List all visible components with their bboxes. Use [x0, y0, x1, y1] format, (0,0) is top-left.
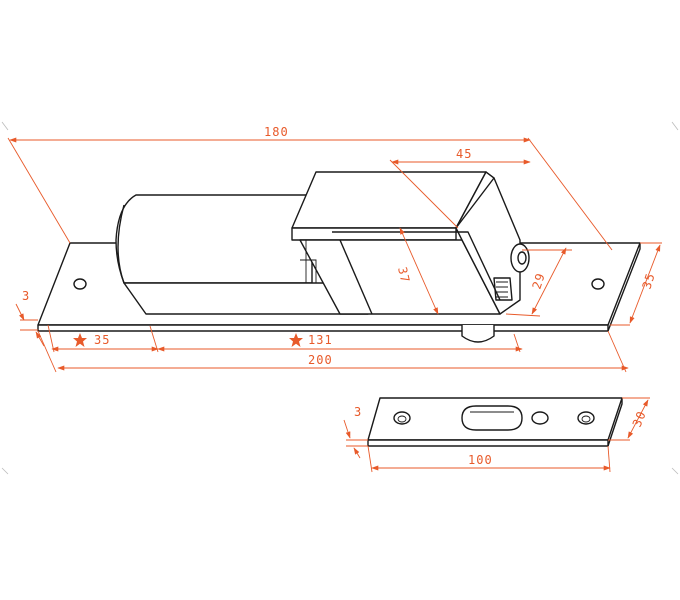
dim-29-label: 29 — [530, 271, 548, 291]
star-icon — [289, 333, 303, 347]
dim-131-label: 131 — [308, 333, 333, 347]
strike-hole-right — [577, 411, 595, 425]
bolt-tip — [461, 325, 495, 343]
dim-100-label: 100 — [468, 453, 493, 467]
dim-30-label: 30 — [630, 409, 649, 429]
crop-marks — [1, 121, 679, 475]
base-plate-edge — [37, 324, 609, 332]
dim-3-strike-label: 3 — [354, 405, 362, 419]
strike-hole-left — [393, 411, 411, 425]
dim-35-hole-label: 35 — [94, 333, 110, 347]
strike-slot — [461, 405, 523, 431]
motor-cylinder — [115, 194, 313, 284]
dim-180-label: 180 — [264, 125, 289, 139]
housing-top — [291, 171, 487, 229]
mount-hole-right — [591, 278, 605, 290]
strike-plate — [367, 397, 623, 447]
dimensions — [7, 137, 662, 473]
dim-35-width-label: 35 — [640, 271, 658, 291]
dimension-labels: 180 45 37 29 35 3 35 131 200 3 100 30 — [22, 125, 658, 467]
strike-hole-mid — [531, 411, 549, 425]
dim-200-label: 200 — [308, 353, 333, 367]
dim-45-label: 45 — [456, 147, 472, 161]
housing-front — [291, 227, 457, 241]
side-boss — [510, 243, 530, 273]
mount-hole-left — [73, 278, 87, 290]
lock-body — [37, 171, 641, 343]
dim-3-plate-label: 3 — [22, 289, 30, 303]
dim-37-label: 37 — [395, 266, 412, 285]
star-icon — [73, 333, 87, 347]
bolt-case-side — [455, 177, 521, 315]
